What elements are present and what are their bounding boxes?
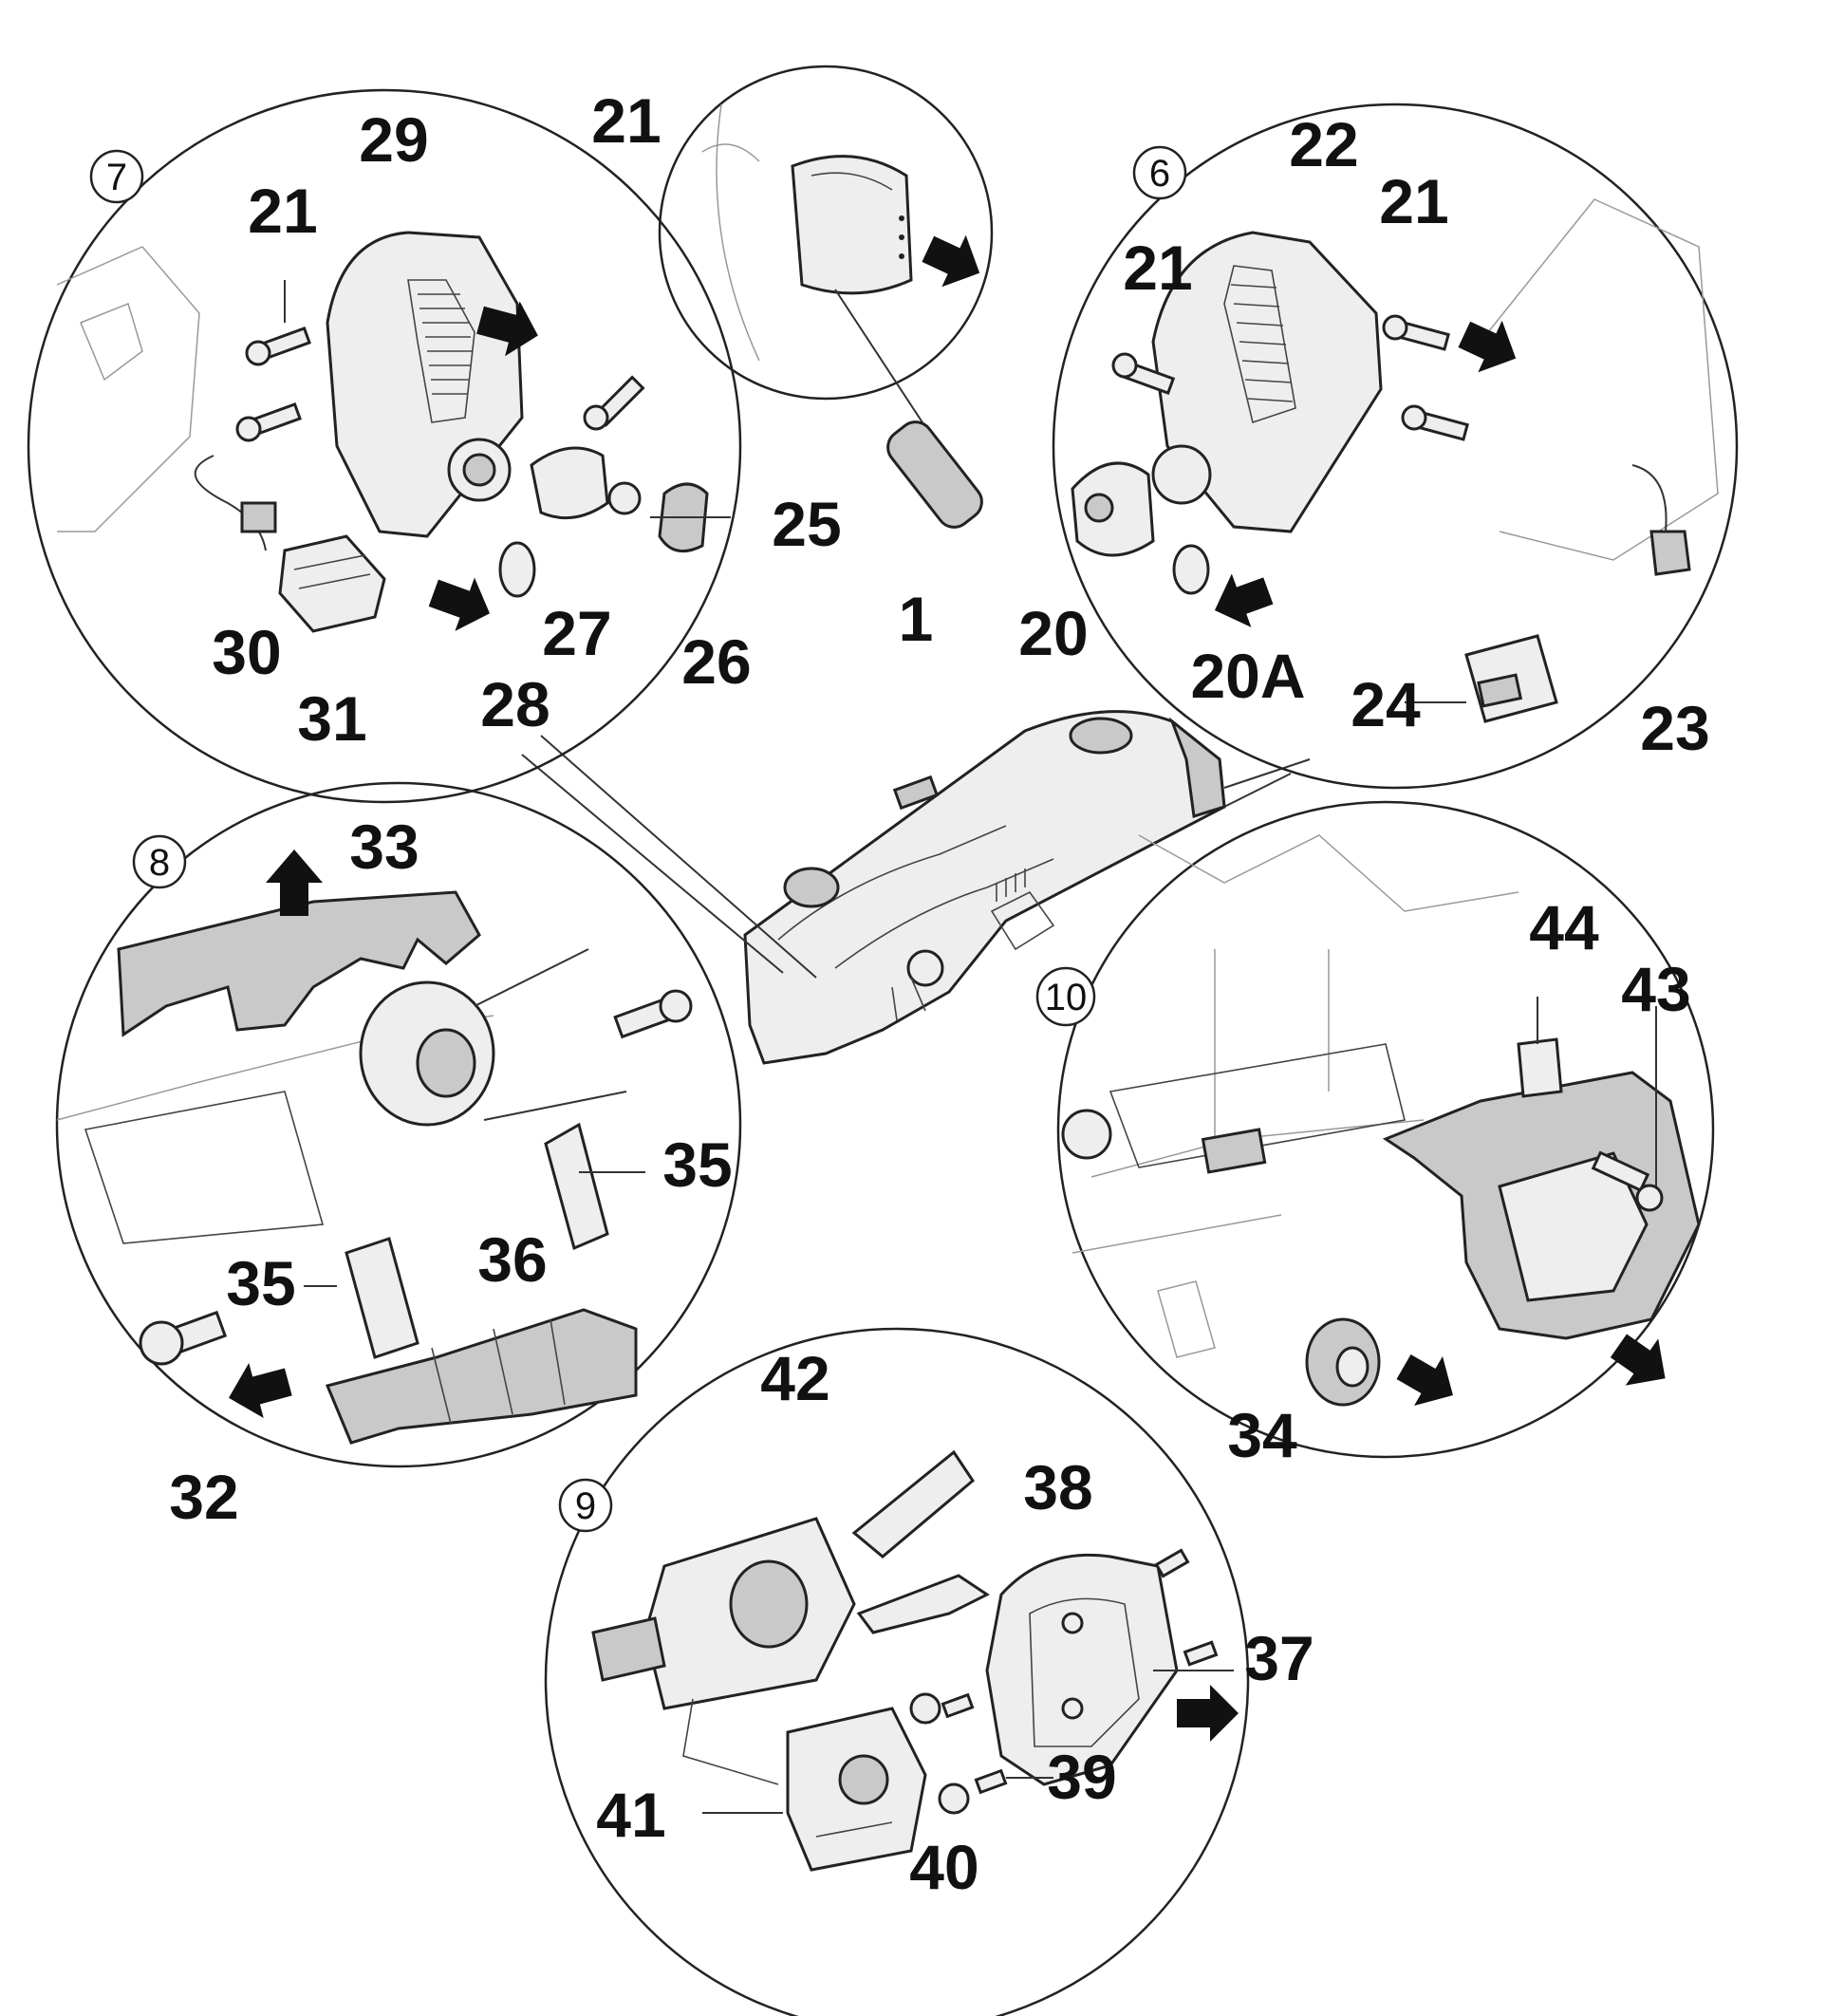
bracket-44 xyxy=(1517,1037,1563,1098)
detail-circle-9: 9 xyxy=(544,1327,1250,2016)
clip-40-top xyxy=(909,1692,941,1725)
connector-23 xyxy=(1649,530,1691,576)
label-29: 29 xyxy=(359,104,428,175)
upper-shroud-33 xyxy=(117,890,481,1037)
detail-leader-lines xyxy=(521,735,1311,979)
svg-text:6: 6 xyxy=(1149,153,1170,195)
detail-circle-10: 10 xyxy=(1035,800,1715,1459)
label-28: 28 xyxy=(480,669,550,739)
dashboard-assembly xyxy=(743,710,1226,1065)
knob-27 xyxy=(530,446,609,520)
label-23: 23 xyxy=(1640,693,1709,763)
label-26: 26 xyxy=(681,626,751,697)
ring-26 xyxy=(607,481,642,515)
view-7-badge: 7 xyxy=(89,149,144,204)
screw-21-view7 xyxy=(235,326,645,442)
label-21-view7-right: 21 xyxy=(591,85,661,156)
label-27: 27 xyxy=(542,598,611,668)
label-20: 20 xyxy=(1018,598,1088,668)
label-21-view6: 21 xyxy=(1123,233,1192,303)
view-6-badge: 6 xyxy=(1132,145,1187,200)
lower-shroud-36 xyxy=(325,1308,638,1445)
label-25: 25 xyxy=(772,489,841,559)
label-35-right: 35 xyxy=(662,1129,732,1200)
trim-35-right xyxy=(544,1122,609,1251)
label-41: 41 xyxy=(596,1780,665,1850)
detail-circle-8: 8 xyxy=(55,781,742,1468)
label-39: 39 xyxy=(1047,1742,1116,1812)
view-8-badge: 8 xyxy=(132,834,187,889)
label-31: 31 xyxy=(297,683,366,754)
view-9-badge: 9 xyxy=(558,1478,613,1533)
svg-text:8: 8 xyxy=(149,842,170,884)
trim-35-left xyxy=(345,1237,419,1359)
callout-labels: 1 20 20A 21 21 21 21 22 23 24 25 26 27 2… xyxy=(169,85,1709,1902)
label-24: 24 xyxy=(1351,669,1421,739)
label-22: 22 xyxy=(1289,109,1358,179)
label-43: 43 xyxy=(1621,954,1690,1024)
svg-text:7: 7 xyxy=(106,157,127,198)
label-34: 34 xyxy=(1227,1400,1297,1470)
clip-40 xyxy=(938,1783,970,1815)
label-30: 30 xyxy=(212,617,281,687)
label-33: 33 xyxy=(349,812,419,882)
svg-text:9: 9 xyxy=(575,1485,596,1527)
detail-inset-screwdriver xyxy=(658,65,994,529)
label-32: 32 xyxy=(169,1462,238,1532)
label-38: 38 xyxy=(1023,1452,1092,1522)
label-21-view7: 21 xyxy=(248,176,317,246)
label-44: 44 xyxy=(1529,892,1599,962)
clip-20a xyxy=(1172,544,1210,595)
label-37: 37 xyxy=(1244,1623,1314,1693)
detail-circle-6: 6 xyxy=(1052,103,1739,790)
clip-28 xyxy=(498,541,536,598)
label-36: 36 xyxy=(477,1224,547,1295)
label-35-left: 35 xyxy=(226,1248,295,1318)
svg-text:10: 10 xyxy=(1045,977,1088,1018)
label-21-view6-right: 21 xyxy=(1379,166,1448,236)
label-1: 1 xyxy=(899,584,934,654)
view-10-badge: 10 xyxy=(1035,966,1096,1027)
label-40: 40 xyxy=(909,1832,978,1902)
label-42: 42 xyxy=(760,1343,829,1413)
switch-31 xyxy=(278,534,386,633)
label-20a: 20A xyxy=(1190,641,1305,711)
cover-22 xyxy=(1151,231,1383,533)
detail-circle-7: 7 xyxy=(27,88,742,804)
